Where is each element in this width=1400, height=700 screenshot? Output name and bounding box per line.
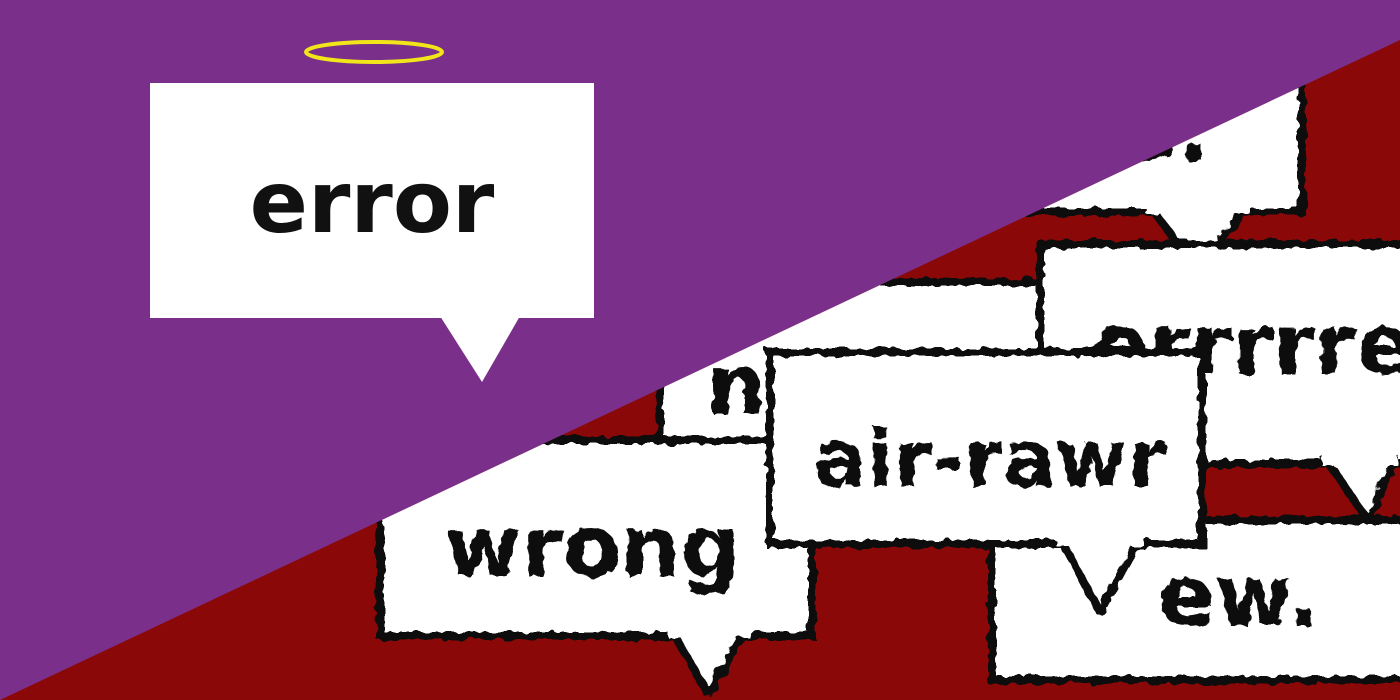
clean-bubble: error — [150, 40, 594, 382]
bubble-air-rawr-text: air-rawr — [814, 415, 1166, 505]
halo-icon — [304, 40, 444, 64]
bubble-wrong-text: wrong — [444, 498, 741, 596]
bubble-ew-text: ew. — [1158, 547, 1319, 645]
bubble-air-rawr: air-rawr — [766, 348, 1206, 616]
clean-bubble-text: error — [250, 153, 495, 253]
